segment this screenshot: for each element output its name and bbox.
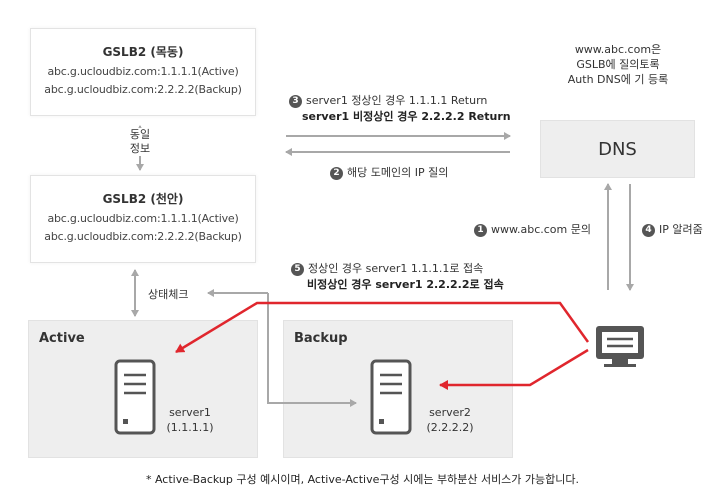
gslb-mokdong-title: GSLB2 (목동) — [102, 45, 184, 59]
step3-line1: server1 정상인 경우 1.1.1.1 Return — [306, 94, 488, 107]
step4-text: IP 알려줌 — [659, 223, 703, 236]
dns-note: www.abc.com은 GSLB에 질의토록 Auth DNS에 기 등록 — [548, 42, 688, 87]
step2-number: 2 — [330, 166, 343, 180]
step3-line2: server1 비정상인 경우 2.2.2.2 Return — [302, 110, 511, 123]
gslb-mokdong-backup-record: abc.g.ucloudbiz.com:2.2.2.2(Backup) — [44, 83, 242, 96]
dns-note-line2: GSLB에 질의토록 — [576, 58, 660, 71]
server2-ip: (2.2.2.2) — [426, 421, 474, 434]
gslb-mokdong-active-record: abc.g.ucloudbiz.com:1.1.1.1(Active) — [47, 65, 239, 78]
step5-line2: 비정상인 경우 server1 2.2.2.2로 접속 — [307, 278, 504, 291]
active-zone-label: Active — [39, 331, 85, 346]
gslb-cheonan-title: GSLB2 (천안) — [102, 192, 184, 206]
server2-name: server2 — [429, 406, 471, 419]
step3-number: 3 — [289, 94, 302, 108]
sync-label-line2: 정보 — [129, 142, 151, 155]
step4-number: 4 — [642, 223, 655, 237]
gslb-cheonan-backup-record: abc.g.ucloudbiz.com:2.2.2.2(Backup) — [44, 230, 242, 243]
server1-name: server1 — [169, 406, 211, 419]
health-check-label: 상태체크 — [148, 288, 189, 301]
gslb-cheonan-active-record: abc.g.ucloudbiz.com:1.1.1.1(Active) — [47, 212, 239, 225]
dns-box: DNS — [540, 120, 695, 178]
dns-note-line1: www.abc.com은 — [574, 43, 662, 56]
server1-ip: (1.1.1.1) — [166, 421, 214, 434]
step1-number: 1 — [474, 223, 487, 237]
dns-note-line3: Auth DNS에 기 등록 — [567, 73, 669, 86]
step2-text: 해당 도메인의 IP 질의 — [347, 166, 449, 179]
step5-line1: 정상인 경우 server1 1.1.1.1로 접속 — [308, 262, 484, 275]
footnote: * Active-Backup 구성 예시이며, Active-Active구성… — [145, 473, 580, 486]
server2-label: server2 (2.2.2.2) — [420, 405, 480, 435]
gslb-mokdong-box: GSLB2 (목동) abc.g.ucloudbiz.com:1.1.1.1(A… — [30, 28, 256, 116]
dns-label: DNS — [598, 138, 637, 160]
sync-label-line1: 동일 — [129, 128, 151, 141]
step4-label: 4 IP 알려줌 — [642, 221, 703, 237]
server1-label: server1 (1.1.1.1) — [160, 405, 220, 435]
step1-label: 1 www.abc.com 문의 — [474, 221, 591, 237]
backup-zone-label: Backup — [294, 331, 348, 346]
server1-icon — [114, 359, 156, 435]
step3-label: 3 server1 정상인 경우 1.1.1.1 Return server1 비… — [289, 93, 511, 125]
red-path-to-server2 — [439, 348, 589, 390]
server2-icon — [370, 359, 412, 435]
step5-number: 5 — [291, 262, 304, 276]
sync-label: 동일 정보 — [126, 128, 154, 156]
step2-label: 2 해당 도메인의 IP 질의 — [330, 164, 448, 180]
gslb-cheonan-box: GSLB2 (천안) abc.g.ucloudbiz.com:1.1.1.1(A… — [30, 175, 256, 263]
health-check-backup-path — [267, 293, 357, 407]
step1-text: www.abc.com 문의 — [491, 223, 591, 236]
client-monitor-icon — [596, 326, 644, 367]
step5-label: 5 정상인 경우 server1 1.1.1.1로 접속 비정상인 경우 serv… — [291, 261, 504, 293]
red-path-to-server1 — [175, 301, 590, 354]
